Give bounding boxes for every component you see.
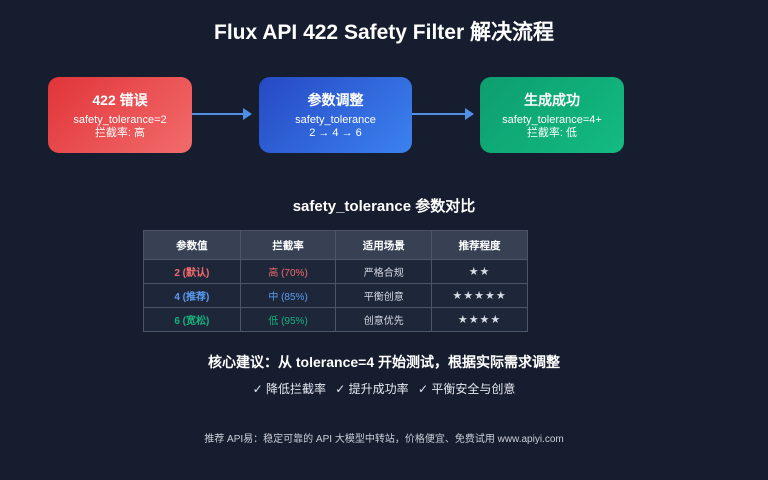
step-detail: 拦截率: 低 [526,127,578,139]
scenario: 严格合规 [335,259,433,284]
scenario: 平衡创意 [335,283,433,308]
footer-note: 推荐 API易：稳定可靠的 API 大模型中转站，价格便宜、免费试用 www.a… [204,434,564,445]
step-detail: safety_tolerance=4+ [502,114,602,126]
step-detail: safety_tolerance [295,114,376,126]
diagram-title: Flux API 422 Safety Filter 解决流程 [214,21,554,44]
step-detail: 拦截率: 高 [94,127,146,139]
table-row: 6 (宽松) 低 (95%) 创意优先 ★★★★ [143,307,528,332]
star-rating-icon: ★★★★ [431,307,528,332]
step-detail: 2 → 4 → 6 [309,127,362,139]
table-row: 4 (推荐) 中 (85%) 平衡创意 ★★★★★ [143,283,528,308]
flow-arrow-icon [412,108,474,120]
block-rate: 高 (70%) [239,259,337,284]
step-title: 422 错误 [92,92,148,108]
column-header: 适用场景 [335,230,433,260]
flow-step-error: 422 错误 safety_tolerance=2 拦截率: 高 [48,77,192,153]
star-rating-icon: ★★★★★ [431,283,528,308]
comparison-title: safety_tolerance 参数对比 [292,198,476,215]
benefit-item: ✓ 平衡安全与创意 [418,382,516,396]
star-rating-icon: ★★ [431,259,528,284]
column-header: 参数值 [143,230,241,260]
table-header-row: 参数值 拦截率 适用场景 推荐程度 [143,230,528,260]
step-detail: safety_tolerance=2 [73,114,167,126]
core-advice: 核心建议：从 tolerance=4 开始测试，根据实际需求调整 [208,354,560,370]
benefit-item: ✓ 降低拦截率 [252,382,326,396]
column-header: 拦截率 [239,230,337,260]
table-row: 2 (默认) 高 (70%) 严格合规 ★★ [143,259,528,284]
step-title: 参数调整 [307,92,364,108]
param-value: 4 (推荐) [143,283,241,308]
benefits-list: ✓ 降低拦截率 ✓ 提升成功率 ✓ 平衡安全与创意 [0,380,768,397]
flow-step-success: 生成成功 safety_tolerance=4+ 拦截率: 低 [480,77,624,153]
param-value: 2 (默认) [143,259,241,284]
step-title: 生成成功 [524,92,580,108]
scenario: 创意优先 [335,307,433,332]
benefit-item: ✓ 提升成功率 [335,382,409,396]
flow-step-adjust: 参数调整 safety_tolerance 2 → 4 → 6 [259,77,412,153]
column-header: 推荐程度 [431,230,528,260]
comparison-table: 参数值 拦截率 适用场景 推荐程度 2 (默认) 高 (70%) 严格合规 ★★… [143,230,528,332]
block-rate: 低 (95%) [239,307,337,332]
block-rate: 中 (85%) [239,283,337,308]
param-value: 6 (宽松) [143,307,241,332]
flow-arrow-icon [192,108,252,120]
